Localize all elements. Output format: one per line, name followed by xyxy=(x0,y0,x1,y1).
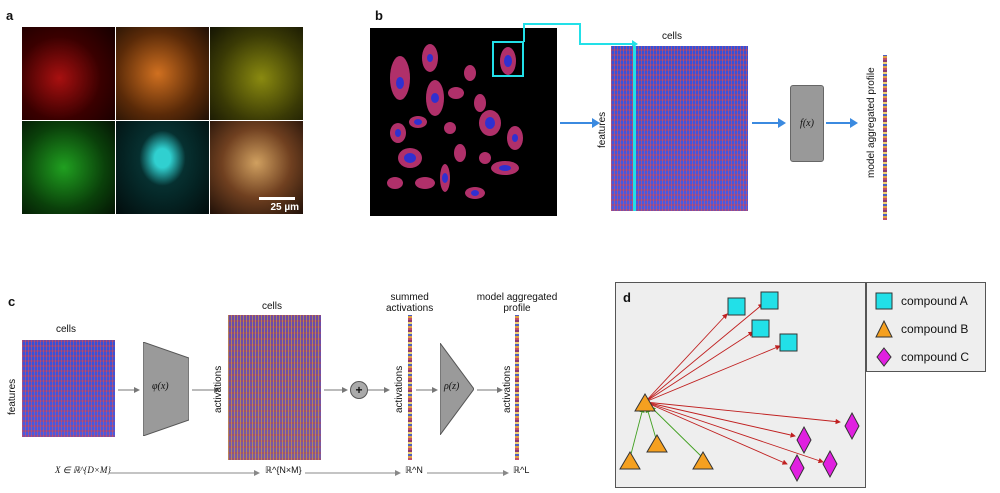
legend-label-c: compound C xyxy=(901,350,970,364)
phi-label: φ(x) xyxy=(152,381,169,392)
output-profile-b xyxy=(883,55,887,220)
panel-label-b: b xyxy=(375,8,383,23)
diamond-icon xyxy=(876,347,892,367)
legend-label-a: compound A xyxy=(901,294,968,308)
segmentation-image xyxy=(370,28,557,216)
legend-item-compound-b: compound B xyxy=(875,315,977,343)
cells-label-c-mid: cells xyxy=(262,301,283,312)
summed-activations-bar xyxy=(408,315,412,460)
features-label-c: features xyxy=(7,378,18,415)
output-label-c-line2: profile xyxy=(503,303,531,314)
dim-sum: ℝ^N xyxy=(405,465,423,475)
arrow-c4 xyxy=(368,387,390,393)
output-profile-c xyxy=(515,315,519,460)
micrograph-red xyxy=(22,27,115,120)
legend-item-compound-c: compound C xyxy=(875,343,977,371)
output-label-c-line1: model aggregated xyxy=(476,292,558,303)
dim-x: X ∈ ℝ^{D×M} xyxy=(55,465,112,475)
arrow-b2 xyxy=(752,118,786,128)
feature-matrix-b xyxy=(611,46,748,211)
compound-graph xyxy=(619,291,860,483)
summed-label: summed activations xyxy=(386,292,433,314)
triangle-icon xyxy=(875,320,893,338)
dim-out: ℝ^L xyxy=(513,465,530,475)
output-label-b: model aggregated profile xyxy=(866,67,877,178)
dim-act: ℝ^{N×M} xyxy=(265,465,302,475)
dim-arrow-1 xyxy=(110,470,260,476)
activations-label-summed: activations xyxy=(394,365,405,413)
sum-operator: + xyxy=(350,381,368,399)
arrow-c1 xyxy=(118,387,140,393)
rho-label: ρ(z) xyxy=(444,381,460,392)
activations-label-out: activations xyxy=(502,365,513,413)
legend-item-compound-a: compound A xyxy=(875,287,977,315)
panel-label-d: d xyxy=(623,290,631,305)
dim-arrow-3 xyxy=(427,470,509,476)
micrograph-orange xyxy=(116,27,209,120)
panel-d-box xyxy=(615,282,866,488)
panel-label-c: c xyxy=(8,294,16,309)
activations-label-mid: activations xyxy=(213,365,224,413)
phi-network-shape xyxy=(143,342,189,436)
square-icon xyxy=(875,292,893,310)
legend-label-b: compound B xyxy=(901,322,969,336)
panel-label-a: a xyxy=(6,8,14,23)
summed-label-line2: activations xyxy=(386,303,434,314)
cells-label-b: cells xyxy=(662,31,683,42)
function-label-b: f(x) xyxy=(800,118,814,129)
summed-label-line1: summed xyxy=(390,292,429,303)
arrow-c3 xyxy=(324,387,348,393)
dim-arrow-2 xyxy=(305,470,401,476)
selected-cell-column xyxy=(633,46,636,211)
arrow-b1 xyxy=(560,118,600,128)
function-box-b: f(x) xyxy=(790,85,824,162)
micrograph-cyan xyxy=(116,121,209,214)
scale-bar-label: 25 µm xyxy=(270,202,299,213)
arrow-b3 xyxy=(826,118,858,128)
arrow-c5 xyxy=(416,387,438,393)
legend-d: compound A compound B compound C xyxy=(866,282,986,372)
cells-label-c-left: cells xyxy=(56,324,77,335)
output-label-c: model aggregated profile xyxy=(474,292,560,314)
rho-network-shape xyxy=(440,343,474,435)
micrograph-yellow xyxy=(210,27,303,120)
feature-matrix-c xyxy=(22,340,115,437)
microscopy-grid: 25 µm xyxy=(22,27,303,214)
scale-bar xyxy=(259,197,295,200)
micrograph-green xyxy=(22,121,115,214)
activation-matrix xyxy=(228,315,321,460)
arrow-c2 xyxy=(192,387,220,393)
micrograph-merged: 25 µm xyxy=(210,121,303,214)
arrow-c6 xyxy=(477,387,503,393)
plus-symbol: + xyxy=(355,383,363,397)
